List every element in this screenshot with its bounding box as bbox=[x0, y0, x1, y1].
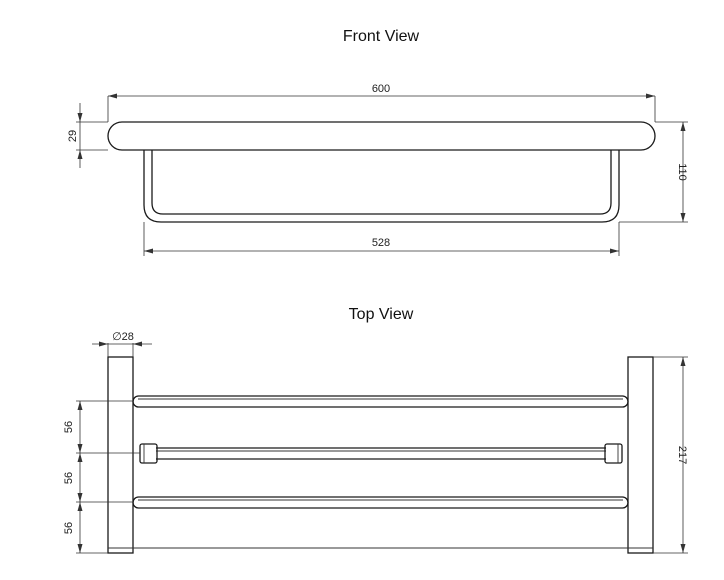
end-cap-right bbox=[604, 443, 623, 464]
dimension-56-label-1: 56 bbox=[63, 421, 75, 433]
rail-loop-outer bbox=[143, 150, 620, 223]
rail-bar-1 bbox=[132, 395, 629, 408]
dimension-56-label-3: 56 bbox=[63, 522, 75, 534]
dimension-29-label: 29 bbox=[67, 130, 79, 142]
dimension-110: 110 bbox=[619, 121, 688, 223]
dimension-diameter-label: ∅28 bbox=[112, 331, 134, 343]
top-view: Top View bbox=[63, 306, 688, 554]
rail-bar-2 bbox=[139, 443, 623, 464]
end-cap-left bbox=[139, 443, 158, 464]
dimension-56-label-2: 56 bbox=[63, 472, 75, 484]
dimension-217-label: 217 bbox=[676, 446, 688, 464]
dimension-528: 528 bbox=[143, 222, 620, 256]
dimension-600-label: 600 bbox=[372, 83, 390, 95]
dimension-217: 217 bbox=[653, 356, 688, 554]
dimension-29: 29 bbox=[67, 103, 108, 168]
top-view-title: Top View bbox=[349, 306, 414, 323]
front-view: Front View 600 29 bbox=[67, 28, 688, 256]
right-bracket bbox=[627, 356, 654, 554]
dimension-600: 600 bbox=[107, 83, 656, 122]
rail-bar-3 bbox=[132, 496, 629, 509]
shelf-top-outline bbox=[107, 121, 656, 151]
dimension-528-label: 528 bbox=[372, 237, 390, 249]
dimension-56-stack: 56 56 56 bbox=[63, 400, 140, 554]
dimension-diameter-28: ∅28 bbox=[92, 331, 152, 357]
left-bracket bbox=[107, 356, 134, 554]
front-view-title: Front View bbox=[343, 28, 420, 45]
dimension-110-label: 110 bbox=[676, 163, 688, 181]
rail-loop-inner bbox=[151, 150, 612, 215]
